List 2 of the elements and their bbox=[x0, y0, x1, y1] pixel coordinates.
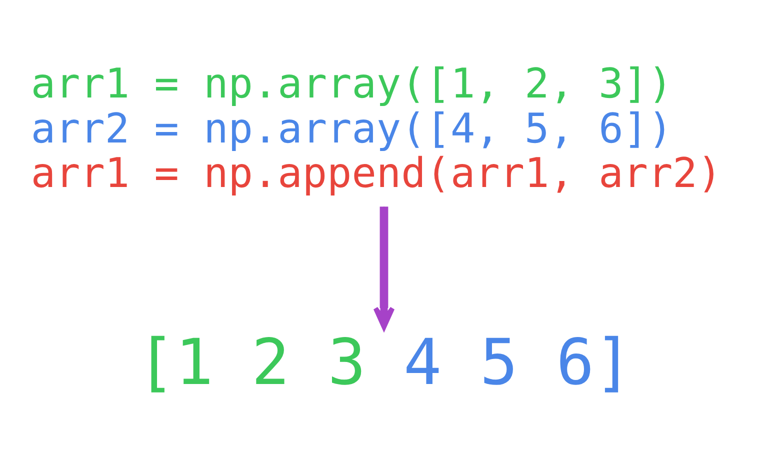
node-text: [1 2 3 4 5 6] bbox=[137, 324, 632, 399]
node-text: arr1 = np.array([1, 2, 3]) arr2 = np.array([4, 5, 6]) arr1 = np.append(arr1, arr2) bbox=[30, 60, 722, 198]
